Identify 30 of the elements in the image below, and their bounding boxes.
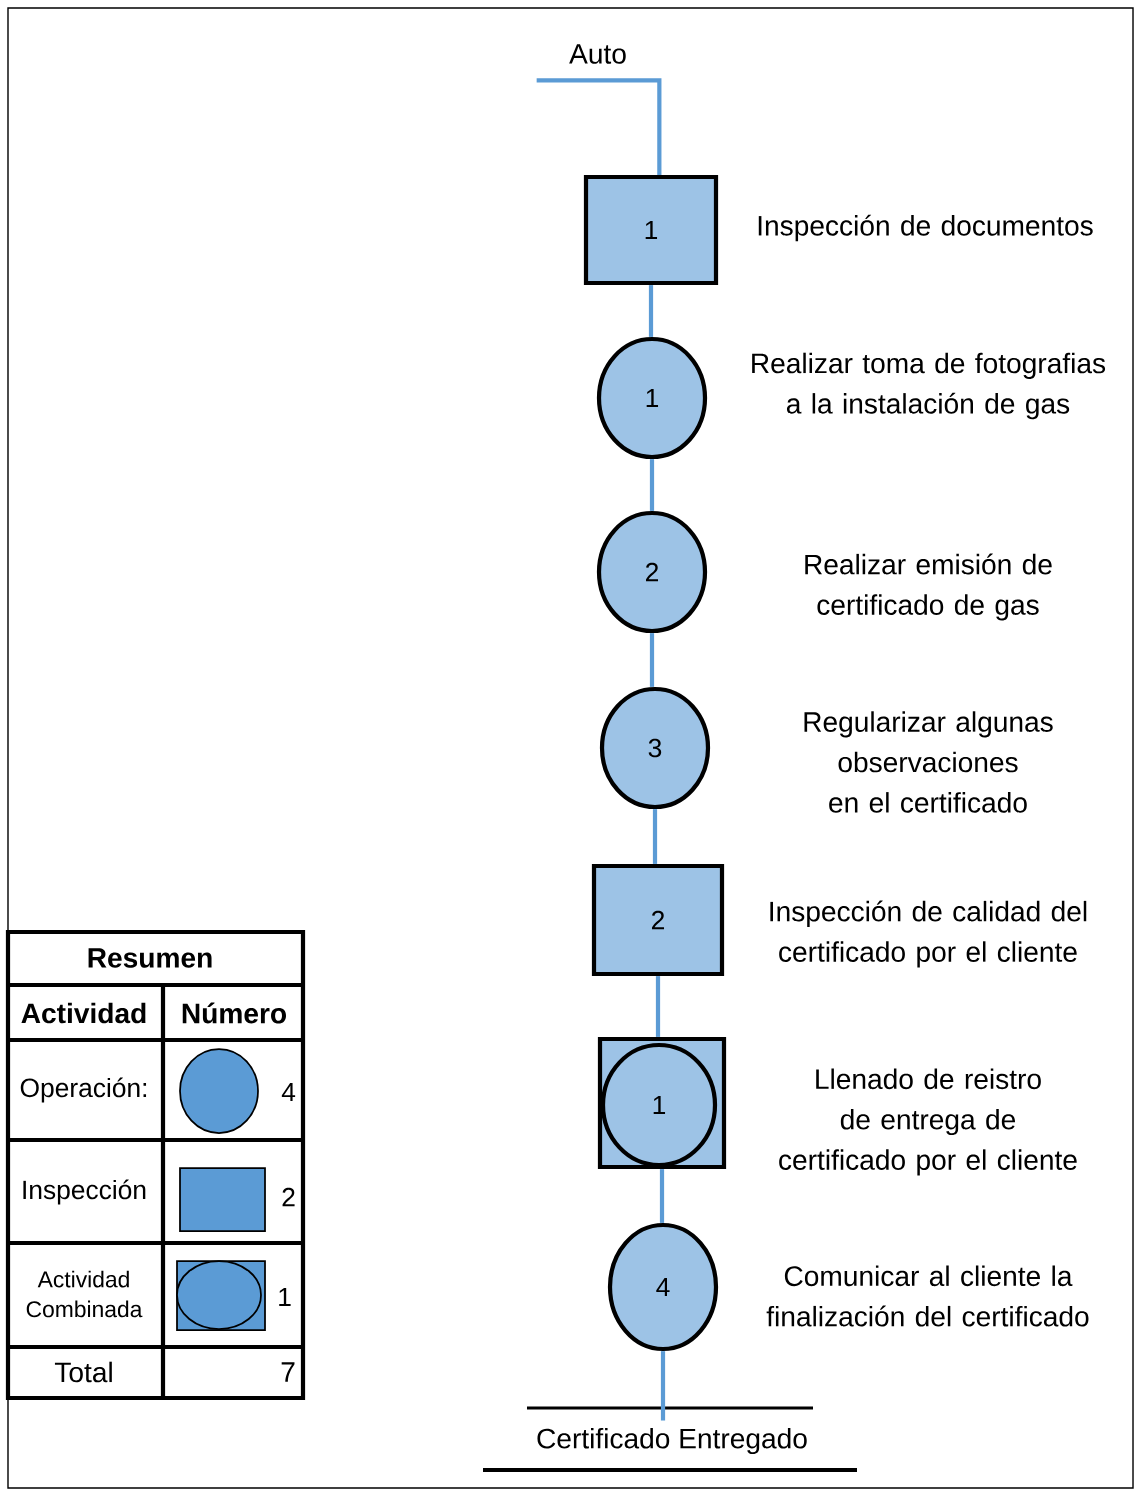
table-text: Número <box>182 1002 286 1024</box>
connector-line <box>536 78 662 175</box>
table-text: 1 <box>279 1287 291 1307</box>
inspection-box: 2 <box>591 863 725 977</box>
table-text: 2 <box>282 1187 295 1207</box>
connector-line <box>660 1351 666 1421</box>
connector-line <box>648 285 654 337</box>
connector-line <box>652 809 658 864</box>
connector-line <box>659 1169 665 1223</box>
table-text: 4 <box>281 1082 296 1102</box>
start-label: Auto <box>569 44 626 64</box>
step-description: Realizar toma de fotografias a la instalación de gas <box>752 352 1106 420</box>
step-description: Regularizar algunas observaciones en el certificado <box>804 711 1053 813</box>
step-description: Inspección de calidad del certificado por el cliente <box>770 900 1087 968</box>
table-text: Actividad <box>21 1002 146 1024</box>
table-text: Resumen <box>88 948 212 968</box>
connector-line <box>649 633 655 687</box>
inspection-box: 1 <box>583 174 719 286</box>
step-description: Inspección de documentos <box>758 214 1093 242</box>
connector-line <box>655 976 661 1037</box>
end-label: Certificado Entregado <box>483 1406 857 1473</box>
step-description: Comunicar al cliente la finalización del certificado <box>766 1265 1089 1327</box>
table-text: Inspección <box>23 1179 146 1205</box>
step-description: Llenado de reistro de entrega de certificado por el cliente <box>779 1068 1077 1176</box>
table-text: Operación: <box>20 1077 147 1103</box>
table-text: 7 <box>281 1362 295 1382</box>
table-text: Total <box>54 1361 112 1383</box>
connector-line <box>649 459 655 511</box>
table-text: Actividad Combinada <box>26 1270 143 1318</box>
step-description: Realizar emisión de certificado de gas <box>805 553 1052 621</box>
